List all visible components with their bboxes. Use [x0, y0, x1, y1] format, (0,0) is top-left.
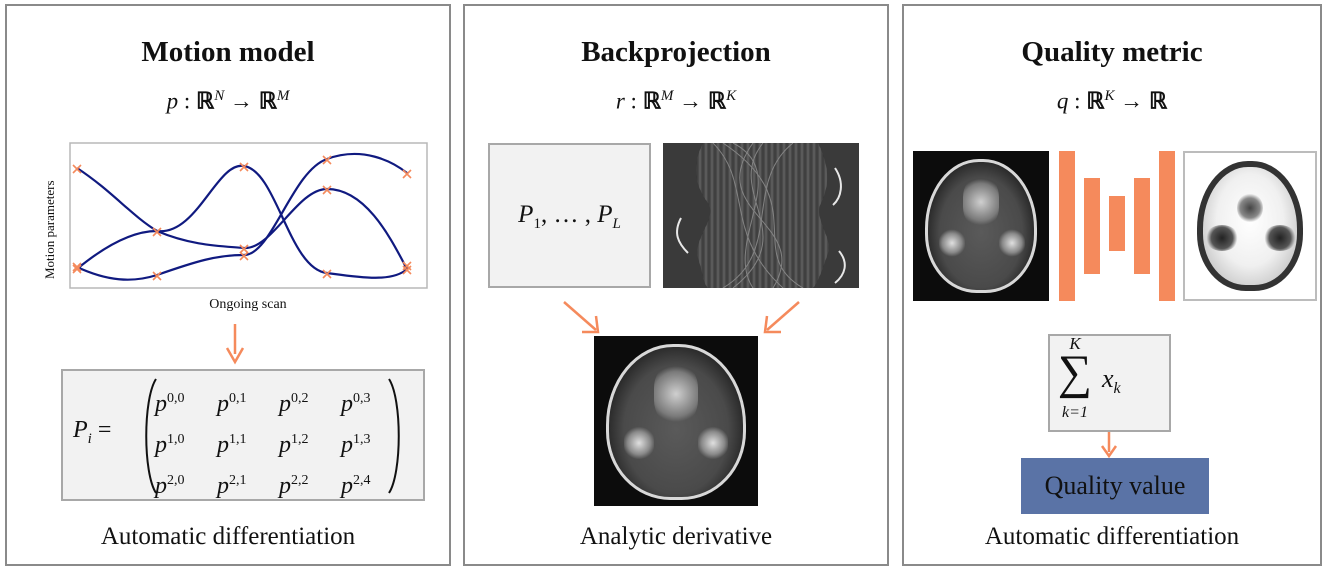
quality-map-image	[1183, 151, 1317, 301]
plot-ylabel: Motion parameters	[42, 180, 57, 279]
knot	[402, 169, 412, 179]
quality-map-blob	[1237, 193, 1263, 223]
knot	[322, 269, 332, 279]
quality-metric-formula: q : ℝK → ℝ	[1056, 88, 1168, 114]
knot	[402, 265, 412, 275]
knot	[239, 251, 249, 261]
motion-model-formula: p : ℝN → ℝM	[166, 88, 290, 114]
ct-sinus	[963, 177, 999, 227]
ct-petrous-left	[939, 229, 965, 257]
backprojection-formula: r : ℝM → ℝK	[615, 88, 737, 114]
motion-model-panel: Motion model p : ℝN → ℝM Motion par	[5, 4, 451, 566]
network-layer	[1134, 178, 1150, 274]
ct-petrous-left	[624, 426, 654, 460]
quality-map-blob	[1263, 225, 1297, 251]
backprojection-panel: Backprojection r : ℝM → ℝK P1, … , PL	[463, 4, 889, 566]
projection-matrices-box: P1, … , PL	[488, 143, 651, 288]
sum-term: xk	[1102, 364, 1121, 398]
network-layer	[1084, 178, 1100, 274]
motion-curve-3	[76, 152, 408, 281]
knot-markers	[72, 155, 412, 281]
knot	[239, 244, 249, 254]
plot-xlabel: Ongoing scan	[209, 297, 286, 312]
sum-sigma-icon: ∑	[1057, 346, 1093, 399]
ct-petrous-right	[999, 229, 1025, 257]
arrow-down-icon	[1100, 432, 1118, 458]
matrix-lhs: Pi =	[73, 417, 112, 447]
arrow-diagonal-icon	[563, 301, 600, 334]
input-ct-image	[913, 151, 1049, 301]
knot	[402, 261, 412, 271]
knot	[72, 164, 82, 174]
projection-matrices-label: P1, … , PL	[518, 201, 621, 232]
motion-parameter-plot: Motion parameters Ongoing scan	[42, 142, 428, 312]
quality-metric-panel: Quality metric q : ℝK → ℝ K ∑ k=1 xk Qua…	[902, 4, 1322, 566]
arrow-down-icon	[225, 324, 245, 365]
knot	[72, 264, 82, 274]
reconstruction-image	[594, 336, 758, 506]
sum-box: K ∑ k=1 xk	[1048, 334, 1171, 432]
matrix-bracket-left	[145, 378, 157, 494]
ct-petrous-right	[698, 426, 728, 460]
knot	[152, 227, 162, 237]
knot	[322, 185, 332, 195]
panel-title: Quality metric	[1021, 36, 1203, 68]
panel-title: Motion model	[141, 36, 315, 68]
panel-footer: Analytic derivative	[579, 523, 773, 550]
network-layer	[1159, 151, 1175, 301]
sinogram-image	[663, 143, 859, 288]
knot	[239, 162, 249, 172]
motion-curve-1	[76, 167, 408, 270]
panel-footer: Automatic differentiation	[100, 523, 356, 550]
quality-value-box: Quality value	[1021, 458, 1209, 514]
knot	[322, 155, 332, 165]
quality-map-blob	[1205, 225, 1239, 251]
matrix-bracket-right	[388, 378, 400, 494]
network-layer	[1059, 151, 1075, 301]
panel-title: Backprojection	[581, 36, 771, 68]
sum-upper: K	[1069, 334, 1081, 353]
knot	[72, 262, 82, 272]
panel-footer: Automatic differentiation	[984, 523, 1240, 550]
sum-lower: k=1	[1062, 404, 1088, 421]
arrow-diagonal-icon	[763, 301, 800, 334]
network-layer	[1109, 196, 1125, 251]
ct-sinus	[654, 364, 698, 424]
knot	[152, 271, 162, 281]
